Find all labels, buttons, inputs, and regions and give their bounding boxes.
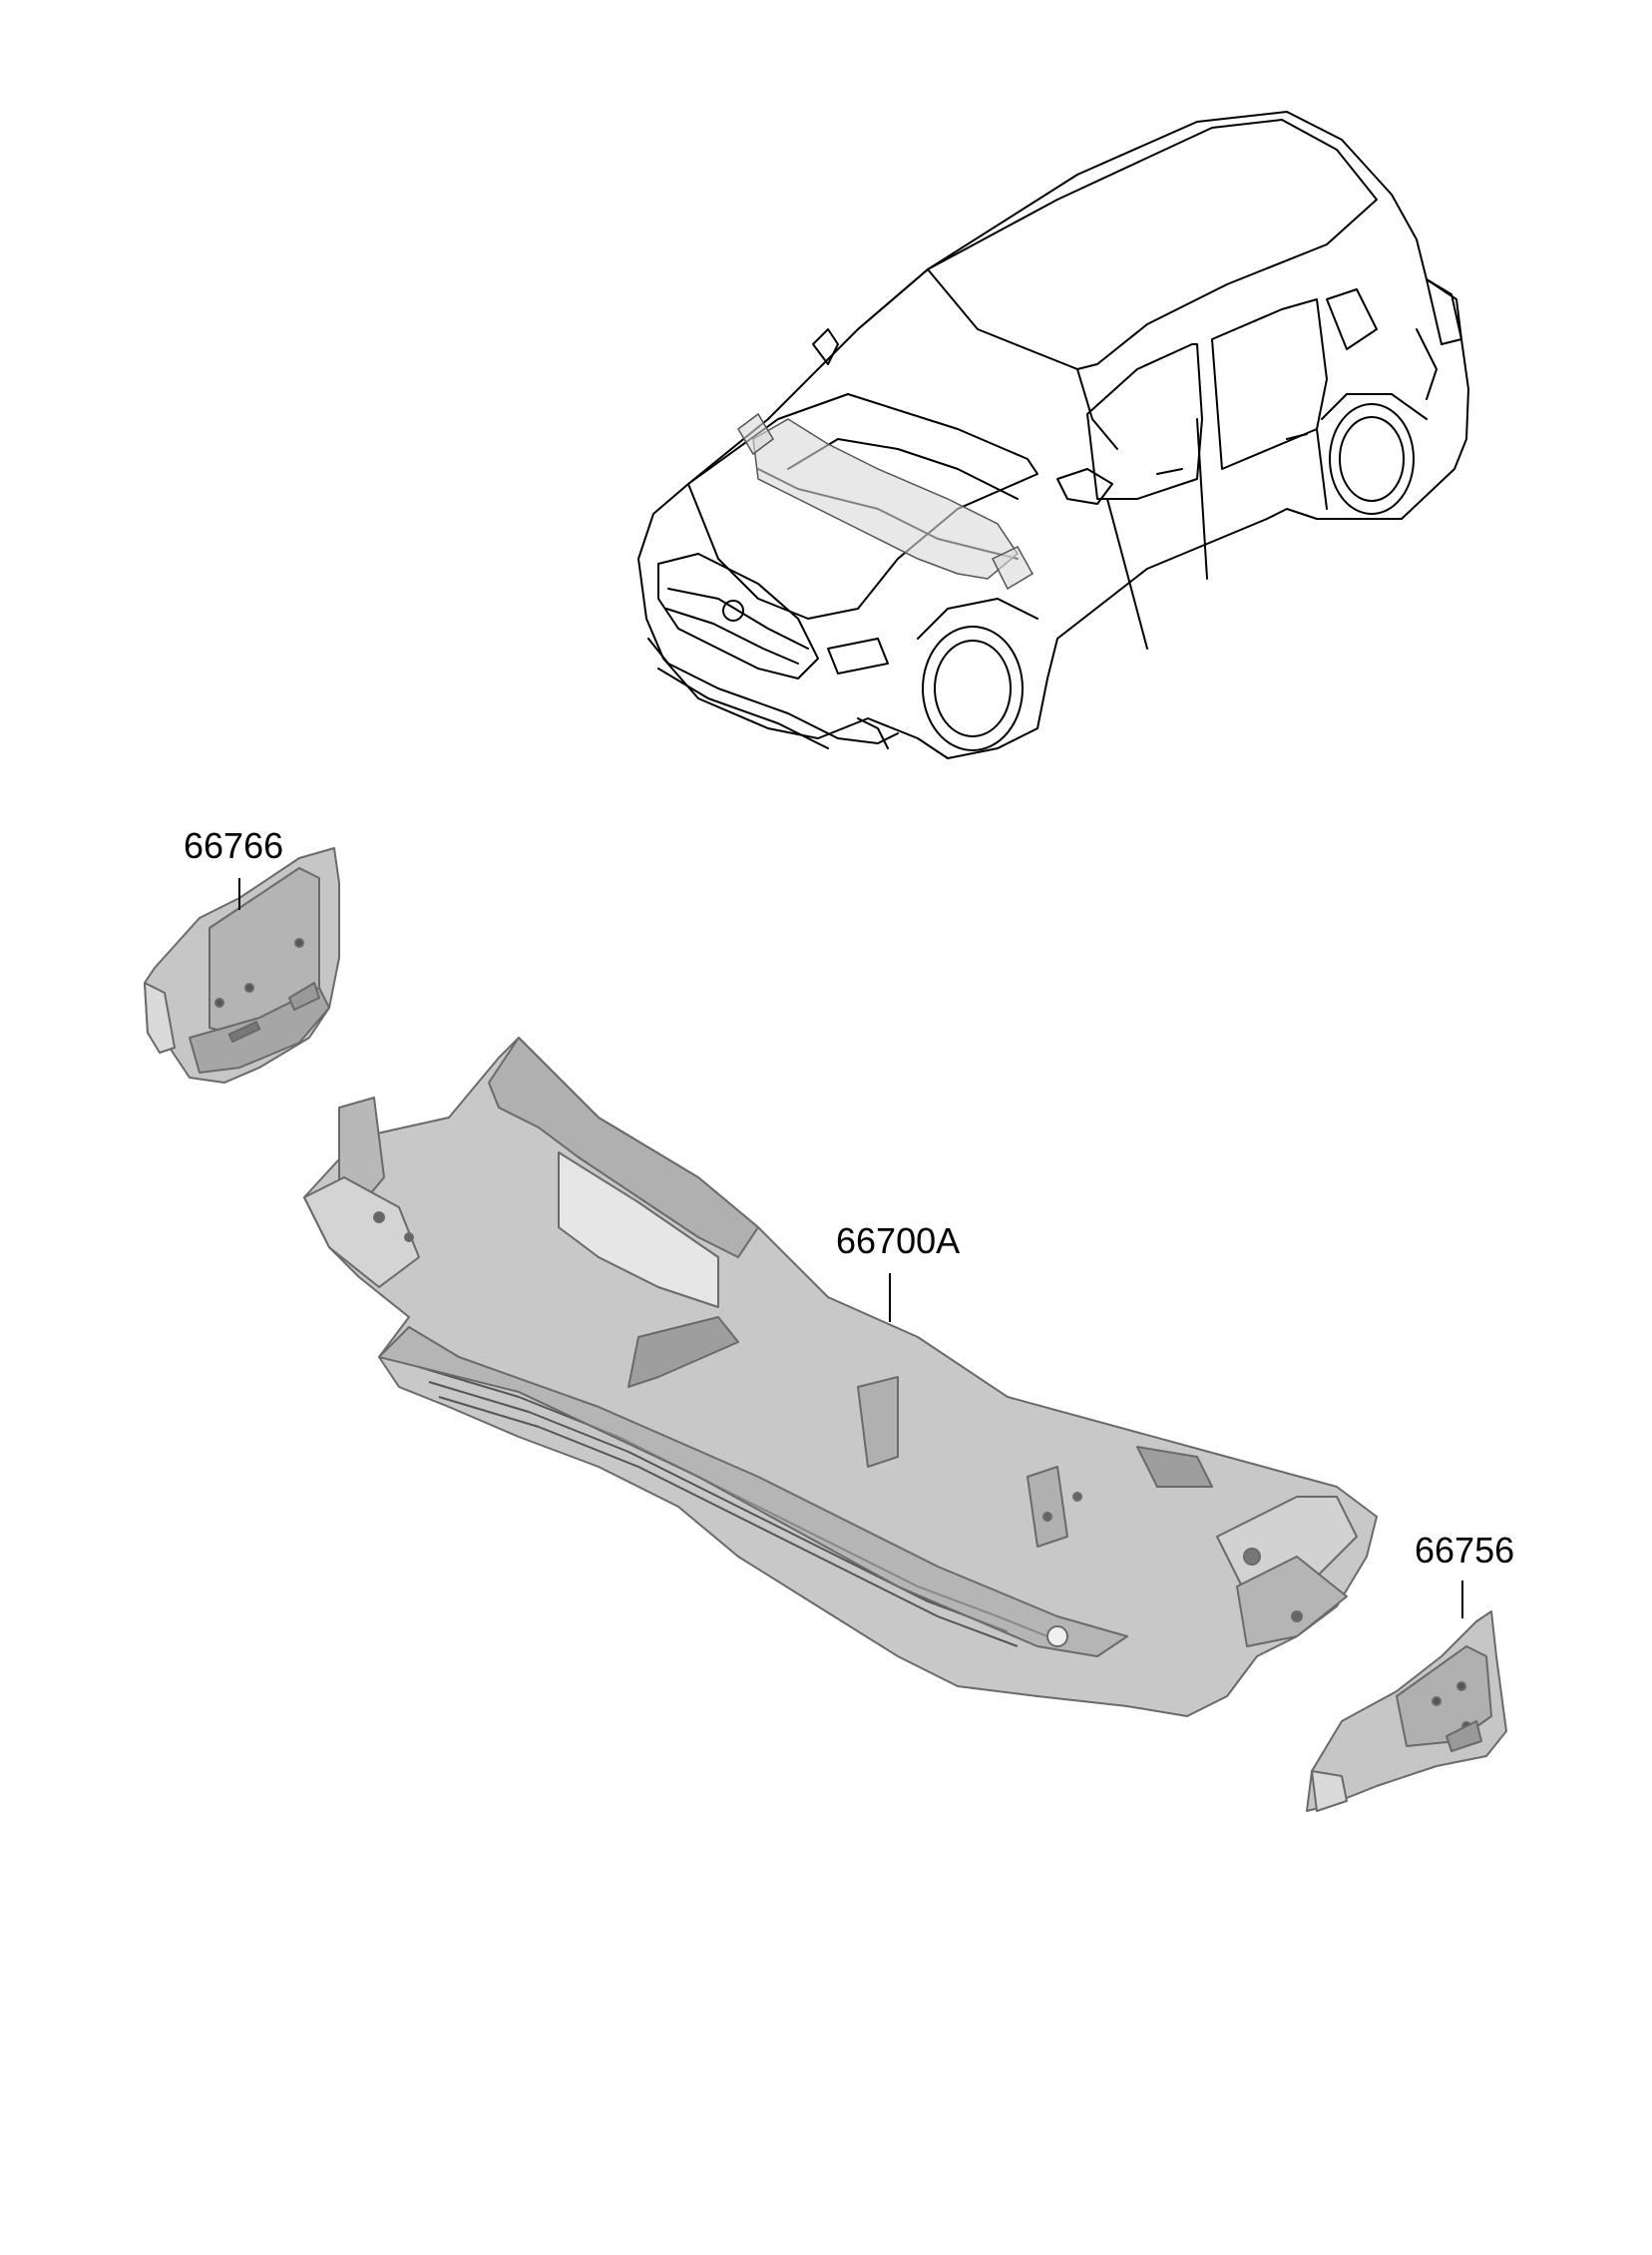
part-66756-bracket: [1306, 1610, 1507, 1812]
part-66700A-cowl-panel: [303, 1037, 1378, 1717]
callout-66700A: 66700A: [836, 1220, 961, 1261]
callout-66766: 66766: [184, 825, 284, 866]
part-66766-bracket: [144, 847, 340, 1084]
callout-66756: 66756: [1415, 1530, 1515, 1571]
